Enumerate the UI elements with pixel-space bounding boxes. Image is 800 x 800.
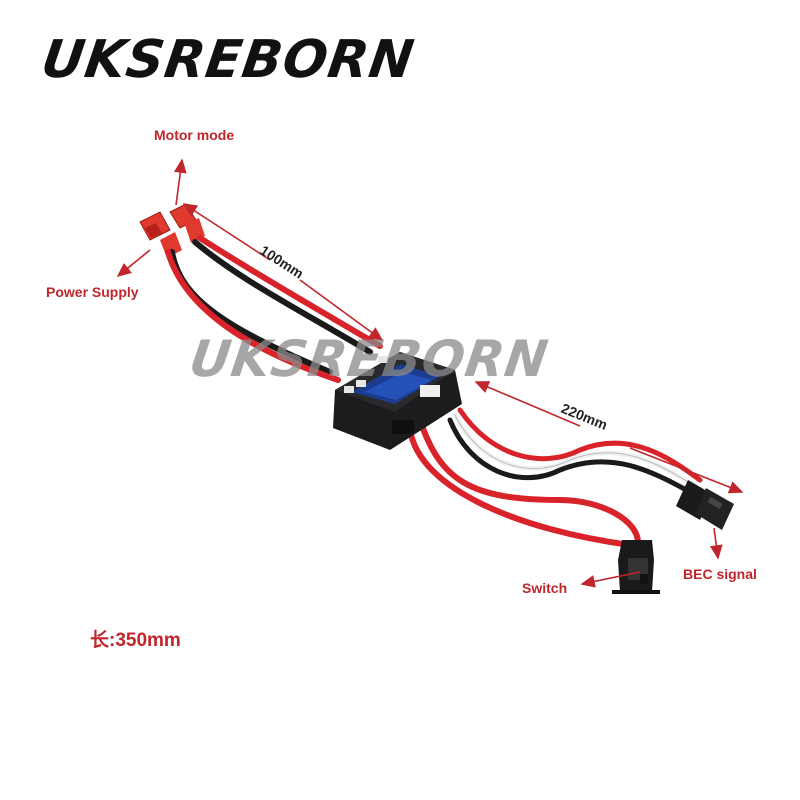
label-bec-signal: BEC signal xyxy=(683,566,757,582)
bec-lead xyxy=(447,407,703,495)
power-wires xyxy=(165,249,341,383)
label-motor-mode: Motor mode xyxy=(154,127,235,143)
annotation-arrows xyxy=(116,158,744,588)
esc-body xyxy=(333,352,462,450)
label-power-supply: Power Supply xyxy=(46,284,139,300)
total-length: 长:350mm xyxy=(90,630,181,651)
motor-wires xyxy=(192,235,383,355)
bec-plug xyxy=(676,480,734,530)
switch-lead xyxy=(407,417,641,548)
brand-logo: UKSREBORN xyxy=(37,30,419,90)
brand-watermark: UKSREBORN xyxy=(185,330,553,388)
power-switch xyxy=(612,540,660,594)
label-switch: Switch xyxy=(522,580,568,596)
